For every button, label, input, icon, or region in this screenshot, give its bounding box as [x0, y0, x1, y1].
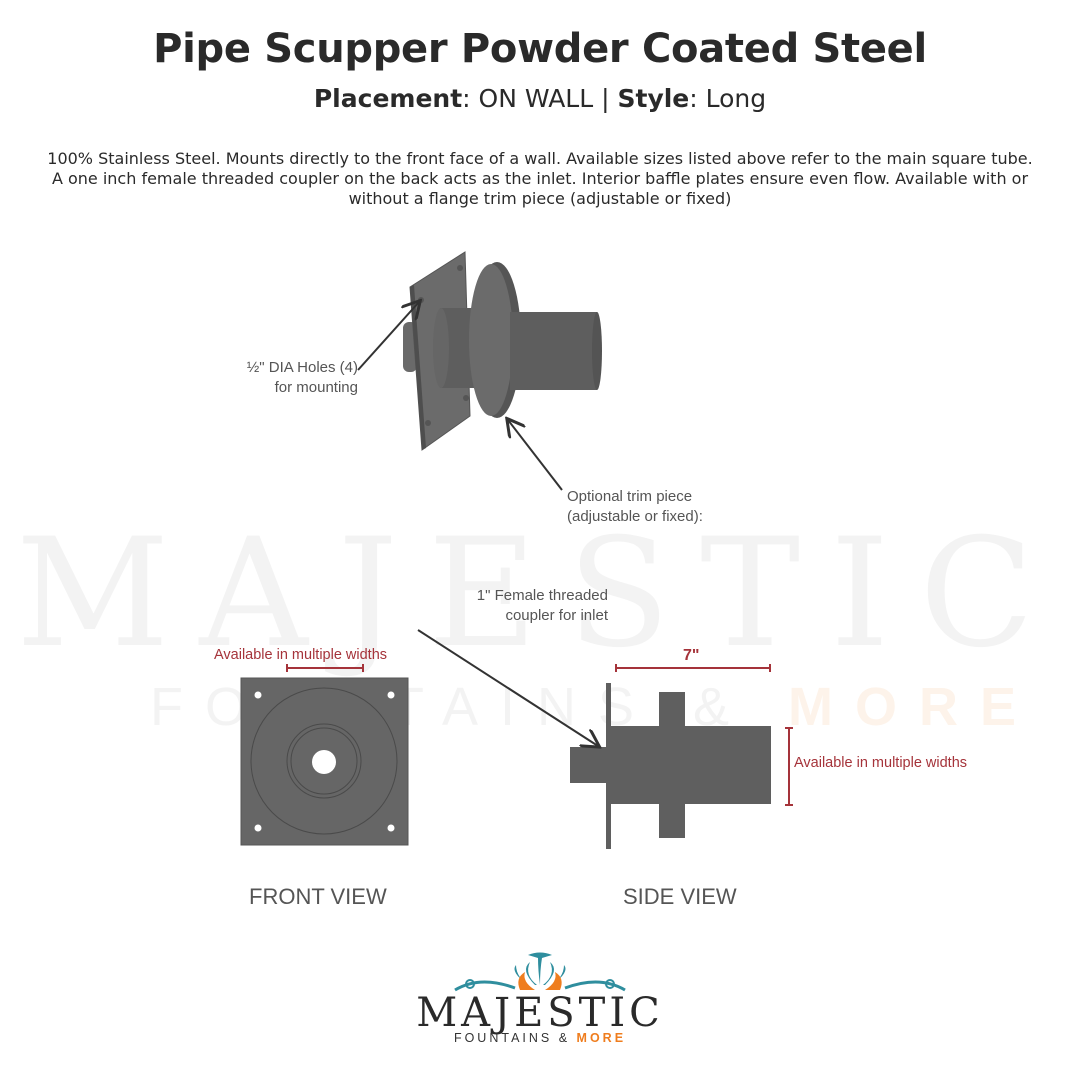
logo-wordmark: MAJESTIC [416, 990, 664, 1036]
trim-label: Optional trim piece (adjustable or fixed)… [567, 487, 703, 527]
holes-label-line1: ½" DIA Holes (4) [246, 359, 358, 376]
front-width-label: Available in multiple widths [214, 647, 388, 663]
side-length-dimension [615, 664, 771, 672]
placement-value: : ON WALL | [462, 84, 618, 113]
holes-leader-arrow [357, 302, 419, 371]
side-view-label: SIDE VIEW [623, 884, 737, 909]
logo-tagline-more: MORE [576, 1031, 627, 1045]
side-view-drawing [570, 683, 771, 849]
coupler-label: 1" Female threaded coupler for inlet [440, 586, 608, 626]
front-view-drawing [240, 677, 409, 846]
logo-fountain-icon [454, 952, 626, 992]
style-value: : Long [689, 84, 767, 113]
isometric-view [403, 251, 602, 451]
pipe-front [510, 312, 597, 390]
trim-leader-arrow [508, 420, 563, 491]
placement-label: Placement [313, 84, 463, 113]
coupler-label-line1: 1" Female threaded [476, 587, 608, 604]
side-width-label: Available in multiple widths [794, 755, 968, 771]
trim-label-line1: Optional trim piece [567, 488, 693, 505]
coupler-leader-arrow [417, 629, 598, 746]
front-width-dimension [286, 664, 364, 672]
side-width-dimension [785, 727, 793, 806]
subtitle: Placement: ON WALL | Style: Long [0, 84, 1080, 113]
holes-label: ½" DIA Holes (4) for mounting [212, 358, 358, 398]
front-view-label: FRONT VIEW [249, 884, 387, 909]
holes-label-line2: for mounting [274, 379, 358, 396]
side-length-label: 7" [683, 647, 700, 664]
logo-tagline-text: FOUNTAINS & [453, 1031, 577, 1045]
logo-tagline: FOUNTAINS & MORE [0, 1031, 1080, 1045]
coupler-label-line2: coupler for inlet [505, 607, 608, 624]
product-description: 100% Stainless Steel. Mounts directly to… [47, 149, 1033, 208]
style-label: Style [617, 84, 690, 113]
page-title: Pipe Scupper Powder Coated Steel [153, 26, 927, 72]
trim-label-line2: (adjustable or fixed): [567, 508, 703, 525]
